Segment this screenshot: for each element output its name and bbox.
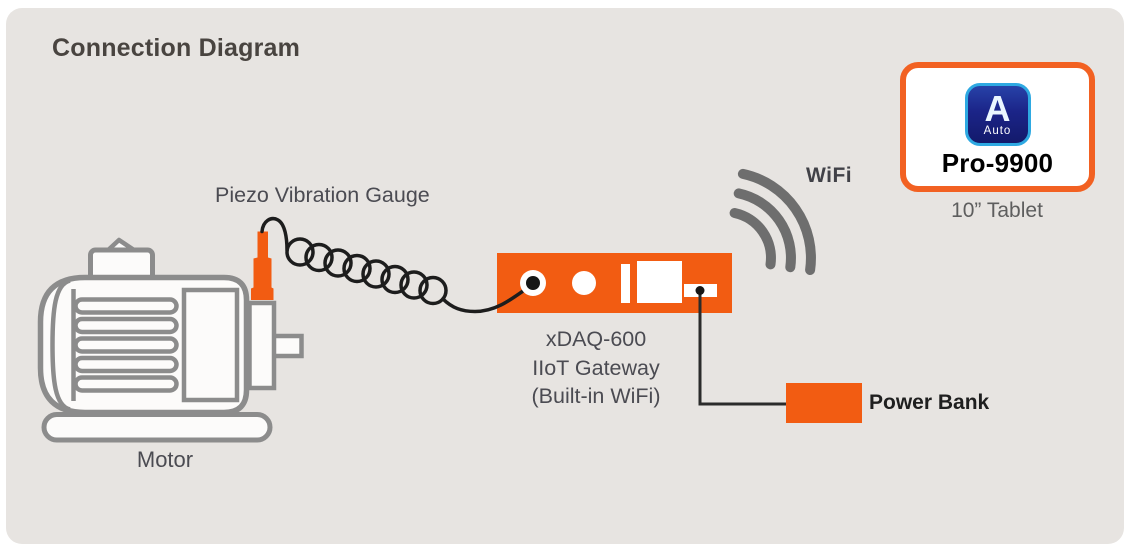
motor-label: Motor	[136, 447, 194, 472]
gateway-label: xDAQ-600 IIoT Gateway (Built-in WiFi)	[532, 325, 661, 411]
auto-app-icon: A Auto	[964, 83, 1031, 146]
tablet-model: Pro-9900	[941, 148, 1054, 178]
piezo-sensor-label: Piezo Vibration Gauge	[215, 183, 430, 207]
tablet-device: A Auto Pro-9900	[900, 62, 1095, 192]
gateway-type: IIoT Gateway	[532, 355, 660, 380]
auto-app-caption: Auto	[983, 124, 1012, 137]
tablet-caption: 10” Tablet	[951, 199, 1043, 222]
auto-app-letter: A	[984, 87, 1011, 129]
power-bank-label: Power Bank	[869, 391, 990, 414]
gateway-feature: (Built-in WiFi)	[531, 384, 661, 408]
wifi-label: WiFi	[806, 164, 853, 187]
page-title: Connection Diagram	[52, 34, 301, 62]
gateway-model: xDAQ-600	[545, 327, 647, 351]
